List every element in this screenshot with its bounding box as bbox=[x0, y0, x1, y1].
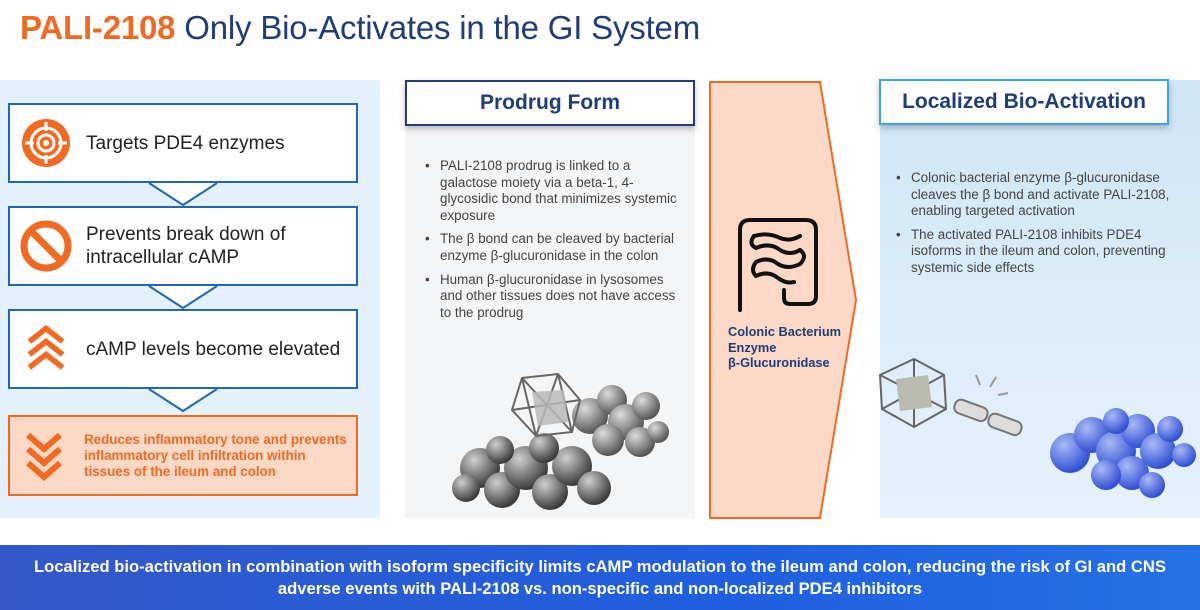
step-targets-pde4: Targets PDE4 enzymes bbox=[8, 103, 358, 183]
chevron-down-icon bbox=[148, 182, 218, 207]
list-item: The β bond can be cleaved by bacterial e… bbox=[425, 231, 687, 264]
list-item: Colonic bacterial enzyme β-glucuronidase… bbox=[896, 170, 1192, 220]
enzyme-label: Colonic Bacterium Enzyme β-Glucuronidase bbox=[728, 324, 842, 370]
footer-text: Localized bio-activation in combination … bbox=[34, 556, 1166, 598]
list-item: The activated PALI-2108 inhibits PDE4 is… bbox=[896, 227, 1192, 277]
chevron-down-icon bbox=[26, 432, 62, 481]
title-brand: PALI-2108 bbox=[20, 9, 176, 46]
title-text: Only Bio-Activates in the GI System bbox=[175, 9, 700, 46]
intestine-icon bbox=[738, 218, 818, 312]
mechanism-panel: Targets PDE4 enzymes Prevents break down… bbox=[0, 80, 380, 518]
activated-molecule-image bbox=[878, 357, 1196, 498]
step-prevents-breakdown: Prevents break down of intracellular cAM… bbox=[8, 206, 358, 286]
chevron-down-icon bbox=[148, 388, 218, 413]
step-label: Targets PDE4 enzymes bbox=[86, 132, 285, 154]
list-item: PALI-2108 prodrug is linked to a galacto… bbox=[425, 158, 687, 224]
prodrug-header: Prodrug Form bbox=[405, 80, 695, 126]
chevron-down-icon bbox=[148, 285, 218, 310]
step-label: cAMP levels become elevated bbox=[86, 338, 341, 360]
result-box: Reduces inflammatory tone and prevents i… bbox=[8, 415, 358, 496]
bio-activation-header: Localized Bio-Activation bbox=[879, 79, 1169, 125]
prohibited-icon bbox=[20, 220, 72, 272]
step-label: Prevents break down of intracellular cAM… bbox=[86, 224, 286, 268]
chevron-up-icon bbox=[27, 325, 65, 370]
prodrug-molecule-image bbox=[452, 372, 669, 510]
bio-activation-bullet-list: Colonic bacterial enzyme β-glucuronidase… bbox=[896, 170, 1192, 284]
footer-banner: Localized bio-activation in combination … bbox=[0, 545, 1200, 610]
prodrug-bullet-list: PALI-2108 prodrug is linked to a galacto… bbox=[425, 158, 687, 328]
target-icon bbox=[22, 119, 70, 167]
result-label: Reduces inflammatory tone and prevents i… bbox=[84, 431, 347, 479]
step-camp-elevated: cAMP levels become elevated bbox=[8, 309, 358, 389]
list-item: Human β-glucuronidase in lysosomes and o… bbox=[425, 272, 687, 322]
page-title: PALI-2108 Only Bio-Activates in the GI S… bbox=[20, 8, 700, 48]
